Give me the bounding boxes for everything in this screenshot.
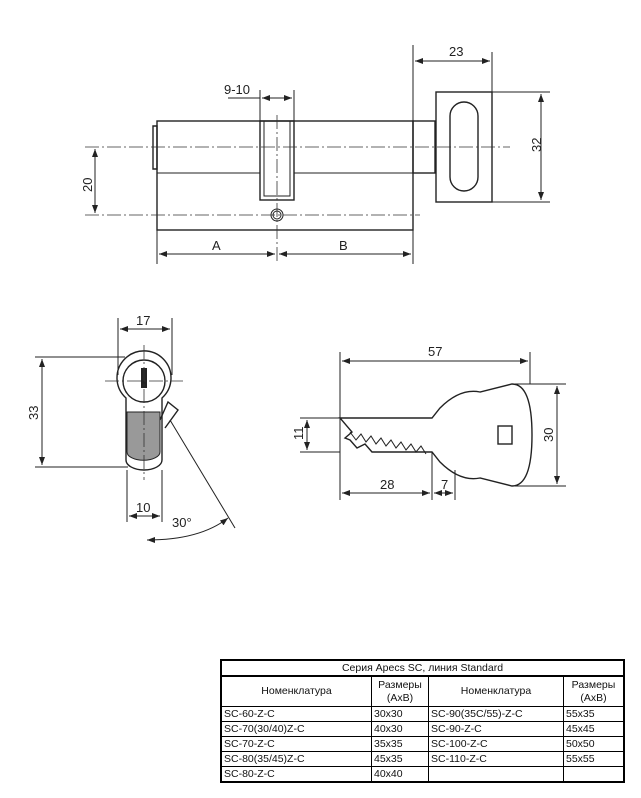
table-title: Серия Apecs SC, линия Standard xyxy=(220,659,625,677)
header-size: Размеры (AxB) xyxy=(563,675,625,707)
dim-angle: 30° xyxy=(172,515,192,530)
cell: SC-80(35/45)Z-C xyxy=(220,751,372,767)
cell: 45x35 xyxy=(371,751,429,767)
dim-57: 57 xyxy=(428,344,442,359)
cell xyxy=(428,766,564,783)
header-nomenclature: Номенклатура xyxy=(428,675,564,707)
dim-33: 33 xyxy=(26,406,41,420)
cell: SC-70(30/40)Z-C xyxy=(220,721,372,737)
cell: SC-90(35C/55)-Z-C xyxy=(428,706,564,722)
cell: 40x40 xyxy=(371,766,429,783)
cell: 40x30 xyxy=(371,721,429,737)
cylinder-side-view: 17 33 10 30° xyxy=(26,313,236,543)
dim-b: B xyxy=(339,238,348,253)
cell: SC-110-Z-C xyxy=(428,751,564,767)
header-size: Размеры (AxB) xyxy=(371,675,429,707)
key-view: 57 30 11 28 7 xyxy=(291,344,566,500)
dim-30: 30 xyxy=(541,428,556,442)
table-header-row: Номенклатура Размеры (AxB) Номенклатура … xyxy=(220,675,625,707)
cell: 45x45 xyxy=(563,721,625,737)
dim-a: A xyxy=(212,238,221,253)
dim-9-10: 9-10 xyxy=(224,82,250,97)
cell: 55x55 xyxy=(563,751,625,767)
header-nomenclature: Номенклатура xyxy=(220,675,372,707)
dim-32: 32 xyxy=(529,138,544,152)
cell: SC-90-Z-C xyxy=(428,721,564,737)
cell: SC-60-Z-C xyxy=(220,706,372,722)
cell: 30x30 xyxy=(371,706,429,722)
cylinder-front-view: 23 32 20 9-10 A B xyxy=(80,44,550,264)
cell: SC-80-Z-C xyxy=(220,766,372,783)
dim-23: 23 xyxy=(449,44,463,59)
cell: 35x35 xyxy=(371,736,429,752)
dim-20: 20 xyxy=(80,178,95,192)
dim-17: 17 xyxy=(136,313,150,328)
dim-10: 10 xyxy=(136,500,150,515)
cell: 50x50 xyxy=(563,736,625,752)
cell: SC-70-Z-C xyxy=(220,736,372,752)
cell xyxy=(563,766,625,783)
cell: 55x35 xyxy=(563,706,625,722)
spec-table: Серия Apecs SC, линия Standard Номенклат… xyxy=(220,659,625,783)
cell: SC-100-Z-C xyxy=(428,736,564,752)
dim-7: 7 xyxy=(441,477,448,492)
dim-11: 11 xyxy=(291,427,306,441)
dim-28: 28 xyxy=(380,477,394,492)
